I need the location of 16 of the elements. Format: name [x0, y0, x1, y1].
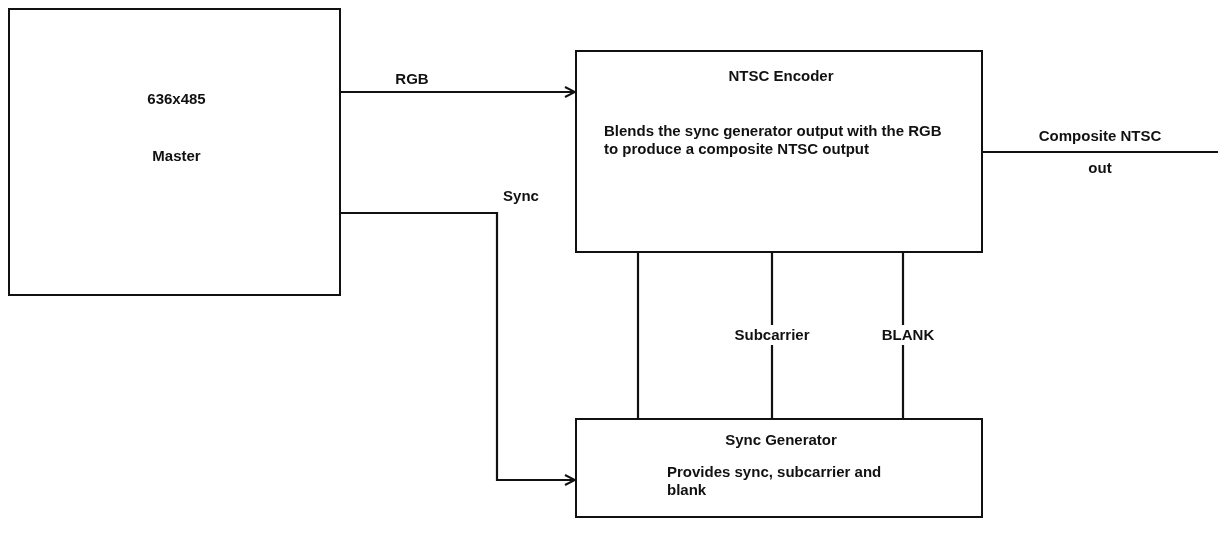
box-text: Master — [151, 147, 202, 165]
arrow — [341, 211, 576, 486]
connector-line — [770, 253, 774, 418]
box-description: Provides sync, subcarrier and blank — [667, 463, 883, 499]
connector-line — [636, 253, 640, 418]
edge-label: Composite NTSC out — [1037, 126, 1163, 178]
box-description: Blends the sync generator output with the RGB to produce a composite NTSC output — [604, 122, 943, 158]
connector-line — [901, 253, 905, 418]
master-box — [8, 8, 341, 296]
generator-box — [575, 418, 983, 518]
box-title: Sync Generator — [724, 431, 838, 449]
resolution-text: 636x485 — [146, 90, 207, 108]
encoder-box — [575, 50, 983, 253]
box-title: NTSC Encoder — [727, 67, 835, 85]
connector-line — [983, 150, 1218, 154]
arrow — [341, 86, 576, 98]
